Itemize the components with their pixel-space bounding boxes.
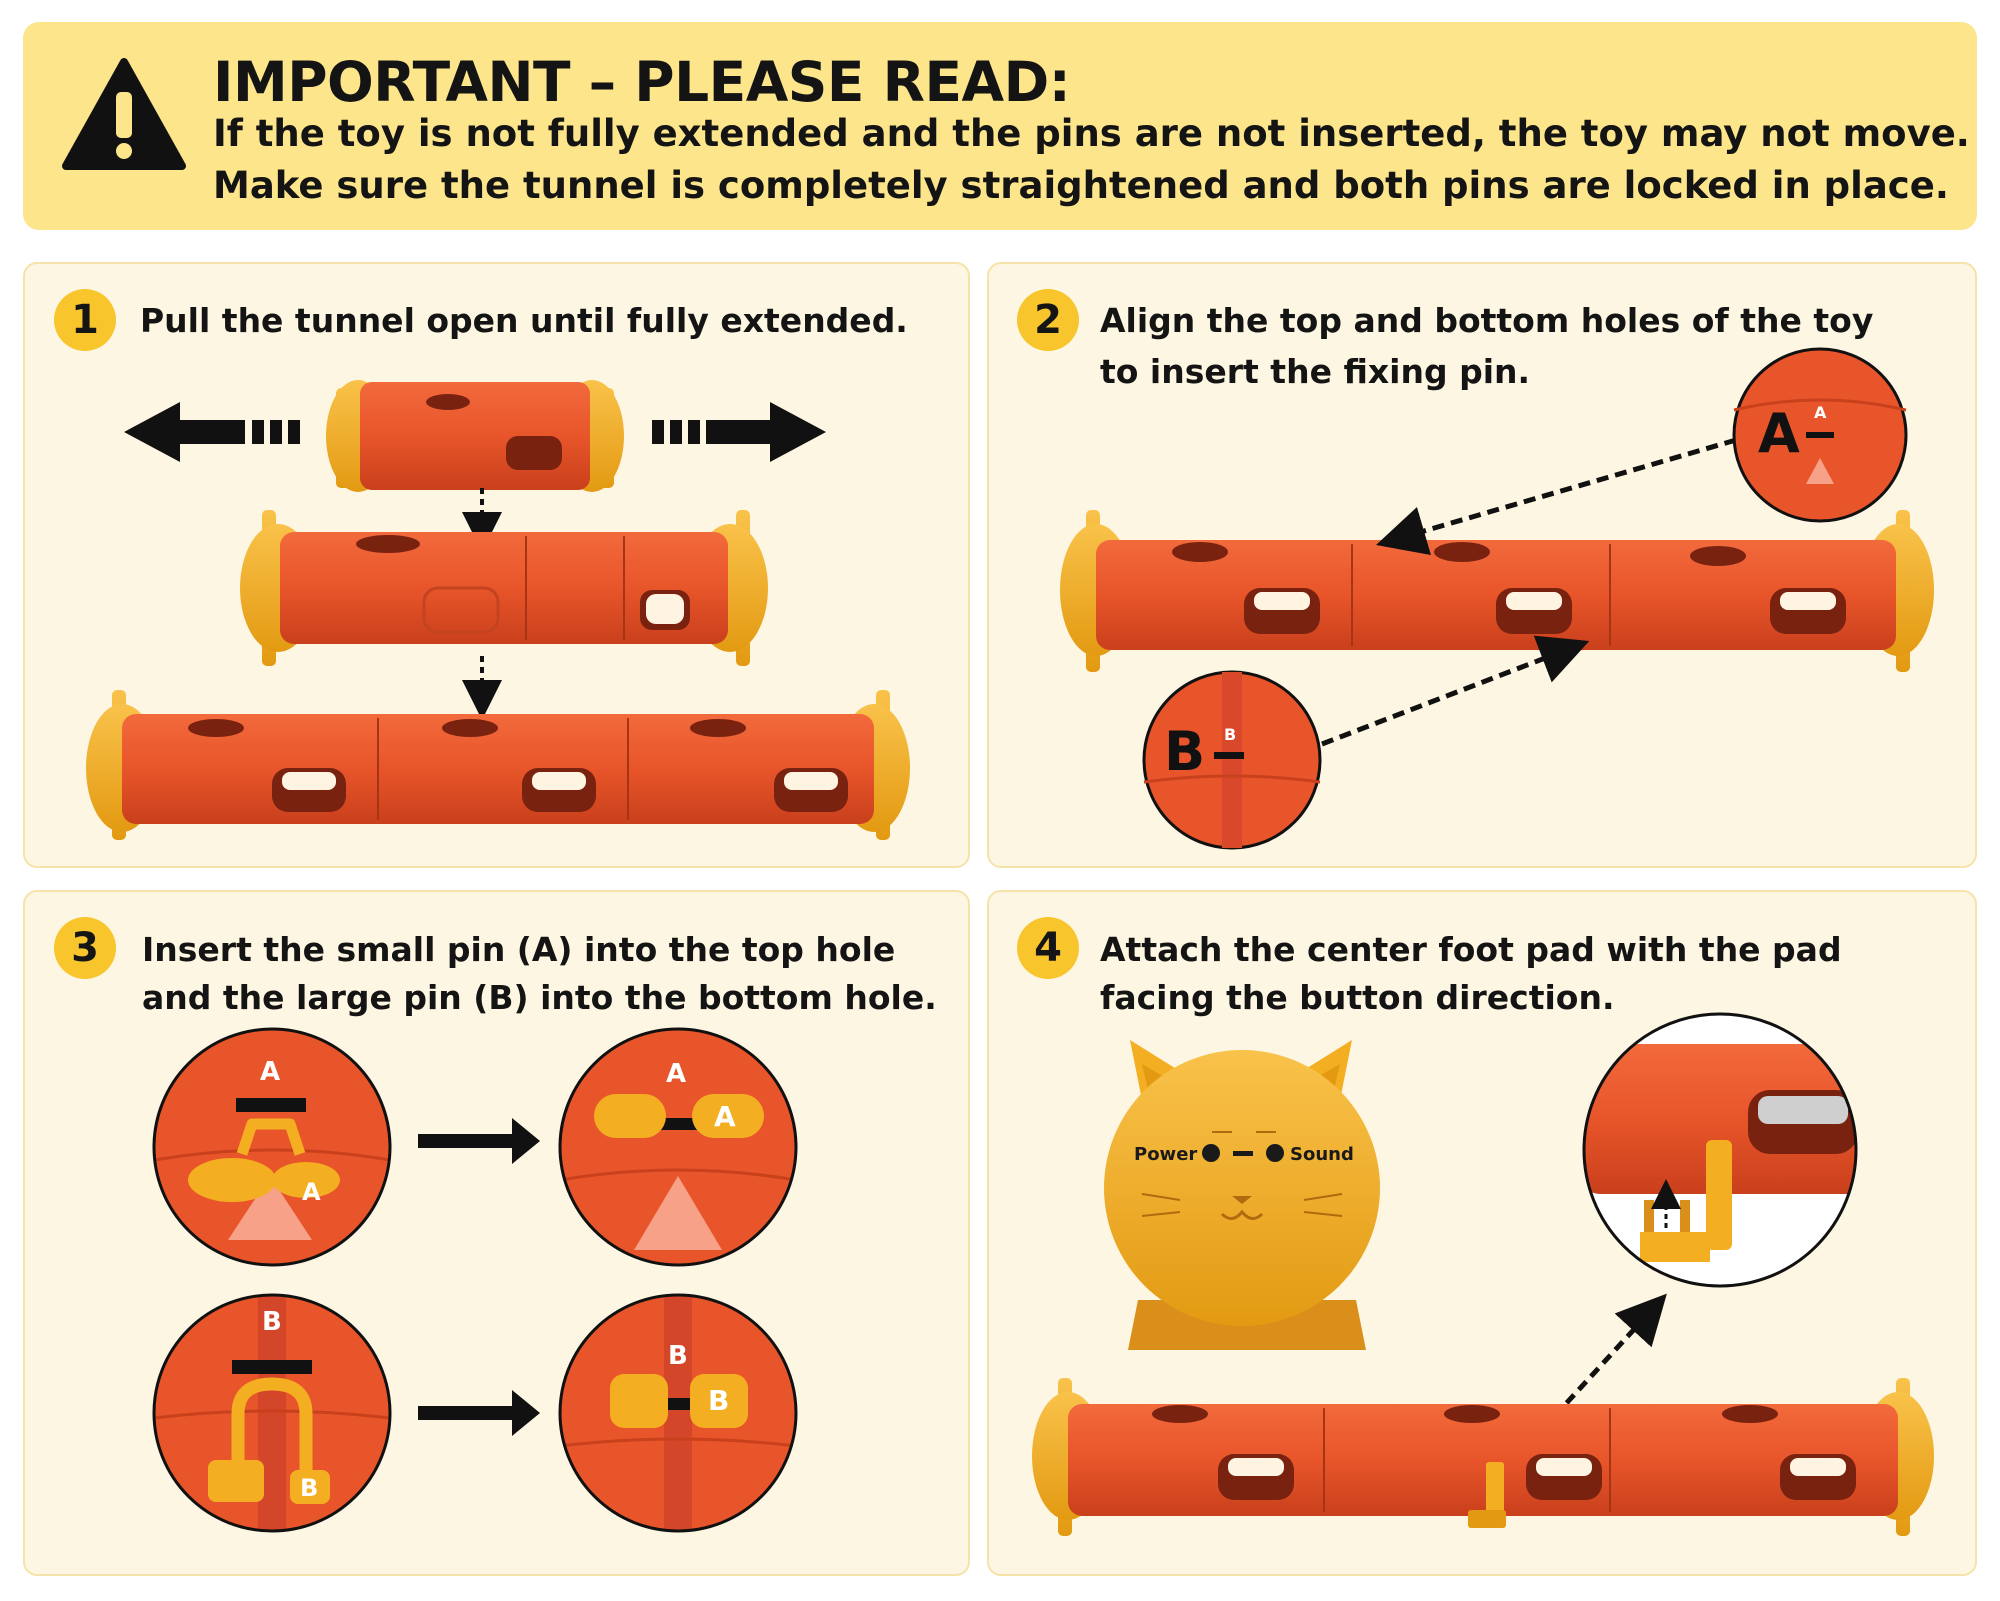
step-4-text-line-1: Attach the center foot pad with the pad — [1100, 930, 1842, 969]
callout-b-zoom — [1142, 670, 1322, 850]
pin-b-label-wing: B — [300, 1474, 318, 1502]
pin-a-label-top: A — [260, 1057, 280, 1087]
callout-b-mark: B — [1224, 725, 1236, 744]
callout-a-letter: A — [1758, 402, 1800, 465]
pin-a-after-zoom — [558, 1027, 798, 1267]
banner-line-2: Make sure the tunnel is completely strai… — [213, 164, 1949, 207]
arrow-right-icon-2 — [418, 1390, 540, 1436]
step-2-text-line-2: to insert the fixing pin. — [1100, 352, 1531, 391]
cat-end-cap — [1104, 1040, 1380, 1350]
sound-label: Sound — [1290, 1144, 1354, 1165]
warning-triangle-icon — [62, 58, 186, 170]
step-3-badge: 3 — [54, 917, 116, 979]
tunnel-with-foot-pad — [1032, 1378, 1934, 1536]
pin-a-before-zoom — [152, 1027, 392, 1267]
arrow-right-icon — [418, 1118, 540, 1164]
callout-a-mark: A — [1814, 403, 1827, 422]
pin-b-after-label-top: B — [668, 1341, 688, 1371]
callout-b-letter: B — [1164, 720, 1205, 783]
tunnel-collapsed — [326, 380, 624, 492]
step-2-badge: 2 — [1017, 289, 1079, 351]
banner-line-1: If the toy is not fully extended and the… — [213, 112, 1970, 155]
pin-b-after-label-wing: B — [708, 1384, 729, 1417]
banner-title: IMPORTANT – PLEASE READ: — [213, 50, 1071, 114]
step-1-badge: 1 — [54, 289, 116, 351]
pin-b-before-zoom — [152, 1293, 392, 1533]
left-arrow-icon — [124, 402, 300, 462]
tunnel-aligned — [1060, 510, 1934, 672]
step-3-text-line-2: and the large pin (B) into the bottom ho… — [142, 978, 937, 1017]
tunnel-partially-extended — [240, 510, 768, 666]
step-2-text-line-1: Align the top and bottom holes of the to… — [1100, 301, 1874, 340]
pin-a-after-label-wing: A — [714, 1100, 736, 1133]
power-label: Power — [1134, 1144, 1197, 1165]
step-4-badge: 4 — [1017, 917, 1079, 979]
step-3-text-line-1: Insert the small pin (A) into the top ho… — [142, 930, 896, 969]
tunnel-fully-extended — [86, 690, 910, 840]
warning-banner — [23, 22, 1977, 230]
pin-b-label-top: B — [262, 1307, 282, 1337]
right-arrow-icon — [652, 402, 826, 462]
step-1-text: Pull the tunnel open until fully extende… — [140, 301, 908, 340]
pin-a-label-wing: A — [302, 1178, 321, 1206]
step-4-text-line-2: facing the button direction. — [1100, 978, 1615, 1017]
foot-pad-zoom — [1582, 1012, 1858, 1288]
pin-b-after-zoom — [558, 1293, 798, 1533]
pin-a-after-label-top: A — [666, 1059, 686, 1089]
